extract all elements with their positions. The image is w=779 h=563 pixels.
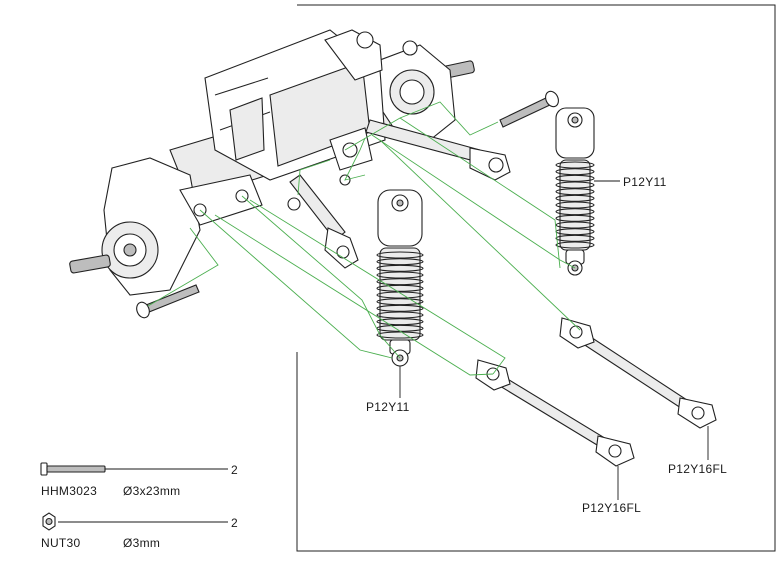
- callout-link-center: P12Y16FL: [582, 501, 641, 515]
- hardware-qty: 2: [231, 516, 238, 530]
- shock-absorber-right: [555, 107, 595, 276]
- guide-line: [199, 209, 393, 359]
- nut-icon: [42, 512, 56, 531]
- hardware-legend: 2 HHM3023 Ø3x23mm 2 NUT30 Ø3mm: [40, 462, 238, 550]
- axle-assembly: [69, 29, 511, 296]
- suspension-link-center: [475, 359, 635, 467]
- shock-absorber-center: [376, 189, 424, 367]
- suspension-link-right: [559, 317, 717, 429]
- callout-leaders: [399, 180, 709, 500]
- guide-line: [371, 134, 576, 269]
- hardware-size: Ø3mm: [123, 536, 160, 550]
- assembly-guide-lines: [147, 101, 581, 376]
- hardware-row: 2 NUT30 Ø3mm: [41, 512, 238, 550]
- screw-left: [136, 284, 200, 319]
- screw-icon: [40, 462, 106, 476]
- hardware-row: 2 HHM3023 Ø3x23mm: [40, 462, 238, 498]
- guide-line: [241, 195, 401, 359]
- guide-line: [399, 117, 561, 269]
- callout-shock-right: P12Y11: [623, 175, 667, 189]
- hardware-part: NUT30: [41, 536, 81, 550]
- guide-line: [344, 137, 366, 181]
- callout-shock-center: P12Y11: [366, 400, 410, 414]
- hardware-qty: 2: [231, 463, 238, 477]
- hardware-part: HHM3023: [41, 484, 97, 498]
- guide-line: [297, 159, 331, 196]
- guide-line: [344, 101, 499, 151]
- hardware-size: Ø3x23mm: [123, 484, 180, 498]
- screw-right: [499, 90, 559, 128]
- guide-line: [147, 227, 219, 307]
- step-frame: [296, 4, 776, 552]
- guide-line: [379, 139, 581, 331]
- guide-line: [214, 214, 494, 376]
- guide-line: [249, 199, 506, 375]
- callout-link-right: P12Y16FL: [668, 462, 727, 476]
